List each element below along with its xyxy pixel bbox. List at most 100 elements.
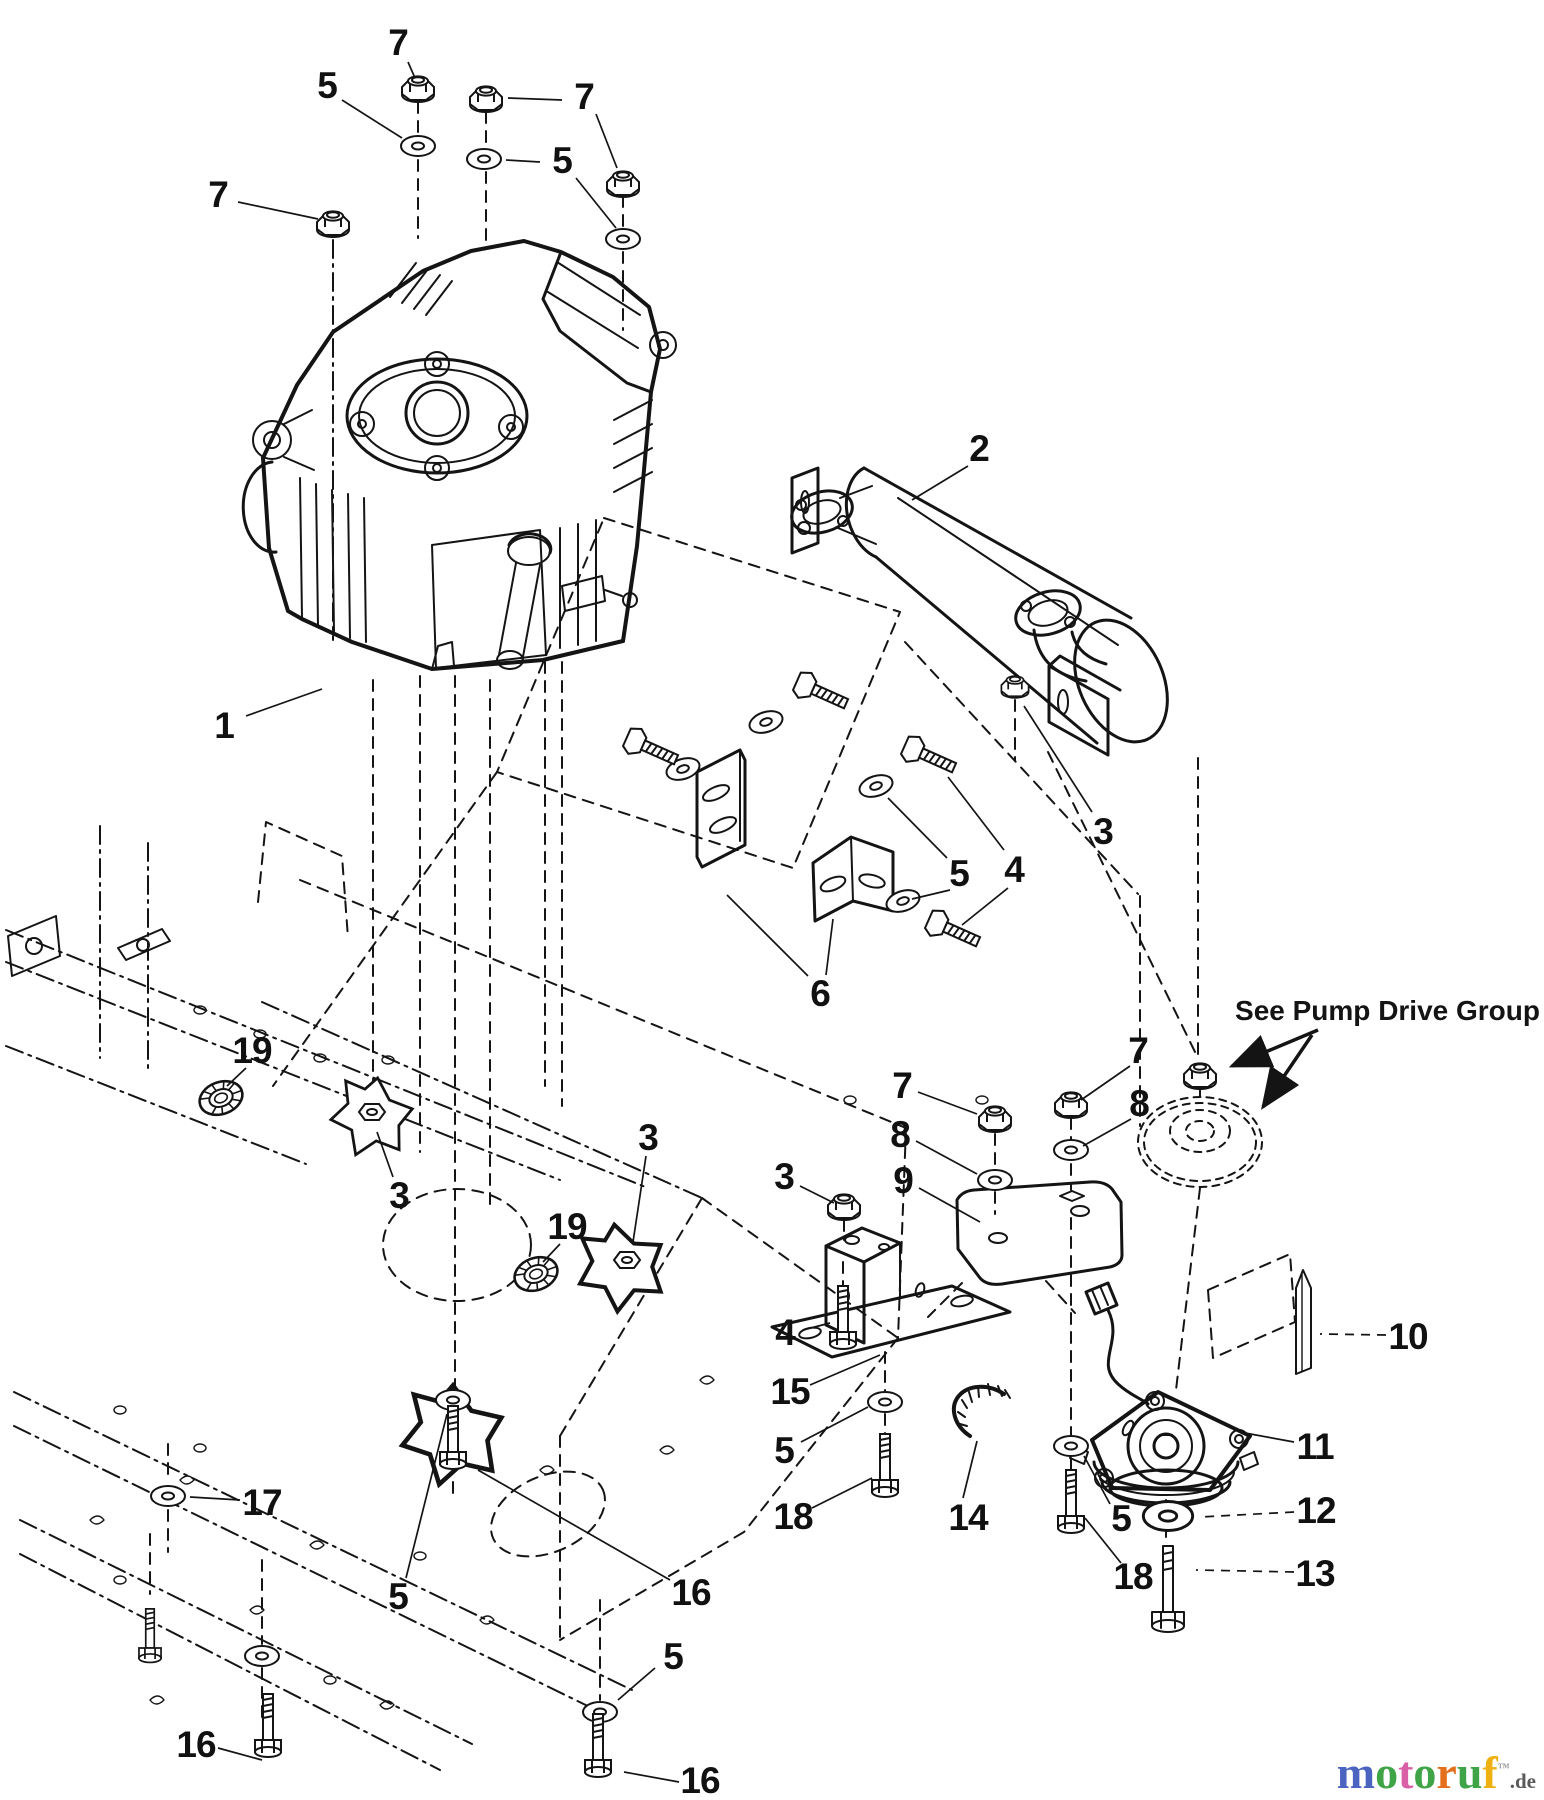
callout-5: 5 — [317, 65, 337, 106]
pump-drive-note: See Pump Drive Group — [1235, 995, 1540, 1026]
pump-pulley-dashed — [1137, 1096, 1263, 1188]
callout-14: 14 — [948, 1497, 989, 1538]
fastener-drawings — [138, 75, 1217, 1778]
callout-2: 2 — [969, 428, 989, 469]
leader-line — [1023, 705, 1093, 813]
logo-letter: o — [1413, 1747, 1437, 1798]
logo-motoruf[interactable]: motoruf™.de — [1337, 1750, 1536, 1796]
callout-13: 13 — [1295, 1553, 1335, 1594]
leader-line — [617, 1667, 656, 1701]
leader-line — [505, 159, 541, 163]
callout-7: 7 — [892, 1065, 912, 1106]
callout-3: 3 — [1093, 811, 1113, 852]
leader-line — [237, 201, 319, 220]
leader-line — [809, 1354, 881, 1386]
leader-line — [1319, 1333, 1387, 1336]
leader-line — [189, 1496, 241, 1501]
leader-line — [799, 1185, 835, 1204]
logo-letter: u — [1456, 1747, 1483, 1798]
leader-line — [947, 776, 1005, 851]
engine-mount-bracket-drawing — [770, 1226, 1012, 1359]
leader-line — [1080, 1065, 1131, 1101]
leader-line — [1084, 1517, 1122, 1564]
leader-line — [911, 889, 951, 900]
leader-line — [1199, 1511, 1295, 1518]
construction-lines — [149, 101, 1201, 1753]
leader-line — [407, 61, 416, 79]
leader-line — [802, 1322, 831, 1331]
logo-letter: r — [1436, 1747, 1457, 1798]
leader-line — [341, 99, 403, 139]
callout-4: 4 — [1004, 849, 1025, 890]
callout-7: 7 — [1128, 1030, 1148, 1071]
callout-8: 8 — [890, 1114, 910, 1155]
callout-3: 3 — [389, 1175, 409, 1216]
leader-line — [477, 1469, 671, 1581]
retainer-clip-drawing — [951, 1383, 1011, 1438]
clutch-bolt-drawing — [1151, 1545, 1185, 1633]
callout-8: 8 — [1129, 1083, 1149, 1124]
logo-letter: t — [1398, 1747, 1414, 1798]
callout-7: 7 — [574, 76, 594, 117]
logo-letter: m — [1336, 1747, 1376, 1798]
leader-line — [961, 887, 1009, 926]
callout-16: 16 — [671, 1572, 711, 1613]
callout-4: 4 — [775, 1312, 796, 1353]
rubber-mount-drawings — [193, 1070, 673, 1484]
leader-line — [575, 177, 617, 229]
pump-drive-annotation: See Pump Drive Group — [1228, 995, 1540, 1110]
leader-line — [1083, 1455, 1111, 1505]
leader-line — [245, 688, 323, 717]
callout-19: 19 — [547, 1206, 587, 1247]
leader-line — [918, 1187, 981, 1223]
callout-7: 7 — [208, 174, 228, 215]
callout-5: 5 — [774, 1430, 794, 1471]
leader-line — [726, 894, 809, 977]
leader-line — [800, 1406, 869, 1443]
muffler-drawing — [790, 466, 1169, 757]
callout-6: 6 — [810, 973, 830, 1014]
leader-line — [962, 1440, 978, 1499]
callout-19: 19 — [232, 1030, 272, 1071]
callout-18: 18 — [1113, 1556, 1153, 1597]
leader-line — [811, 1477, 873, 1509]
callout-18: 18 — [773, 1496, 813, 1537]
leader-line — [1082, 1118, 1132, 1147]
logo-letter: f — [1482, 1747, 1498, 1798]
leader-line — [623, 1771, 680, 1783]
clutch-drawing — [1069, 1390, 1259, 1508]
leader-line — [376, 1131, 394, 1178]
callout-11: 11 — [1296, 1426, 1334, 1467]
bracket-drawings — [695, 748, 895, 923]
frame-drawing — [5, 825, 715, 1771]
spacer-plate-drawing — [927, 1180, 1124, 1318]
callout-17: 17 — [242, 1482, 281, 1523]
callout-5: 5 — [552, 140, 572, 181]
logo-trademark: ™ — [1497, 1760, 1510, 1775]
leader-line — [911, 465, 969, 501]
callout-3: 3 — [774, 1156, 794, 1197]
clutch-wire-drawing — [1084, 1281, 1150, 1406]
leader-line — [917, 1091, 978, 1115]
callout-5: 5 — [388, 1576, 408, 1617]
key-drawing — [1295, 1269, 1312, 1375]
leader-line — [226, 1067, 247, 1087]
leader-line — [405, 1413, 448, 1579]
leader-line — [217, 1747, 263, 1761]
callout-7: 7 — [388, 22, 408, 63]
leader-line — [507, 97, 563, 101]
callout-9: 9 — [893, 1160, 913, 1201]
engine-drawing — [241, 239, 677, 671]
leader-line — [632, 1155, 647, 1243]
callout-16: 16 — [176, 1724, 216, 1765]
leader-line — [915, 1140, 978, 1175]
leader-line — [1195, 1569, 1295, 1573]
callout-10: 10 — [1388, 1316, 1428, 1357]
callout-1: 1 — [214, 705, 234, 746]
leader-line — [825, 918, 834, 976]
leader-line — [542, 1243, 561, 1263]
callout-12: 12 — [1296, 1490, 1336, 1531]
callout-16: 16 — [680, 1760, 720, 1800]
